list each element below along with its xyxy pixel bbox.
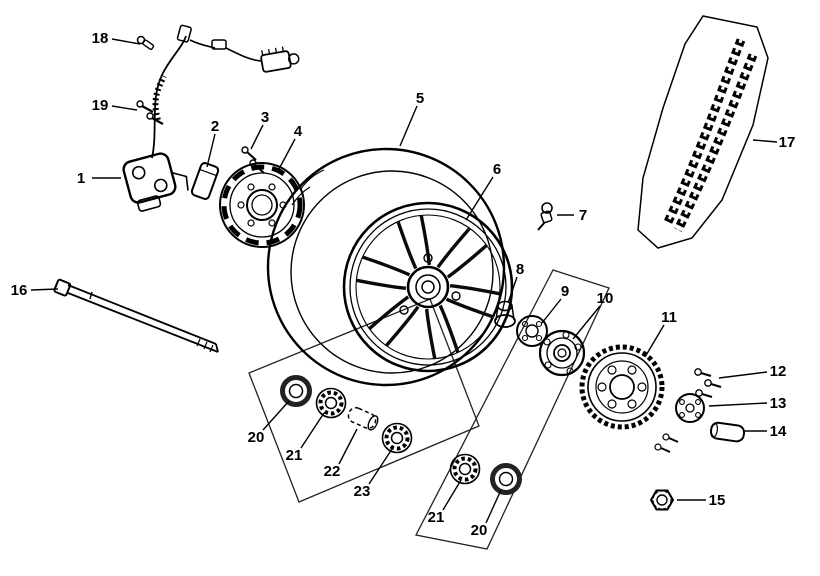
bearing-23 xyxy=(381,422,413,454)
wheel xyxy=(342,201,514,373)
valve-stem-7 xyxy=(537,202,553,231)
callout-18: 18 xyxy=(92,30,109,47)
sprocket-hub-10 xyxy=(538,329,586,377)
bolts-12 xyxy=(694,368,722,398)
panel-bearing-group-left xyxy=(248,298,480,503)
brake-disc xyxy=(219,162,305,248)
callout-20-b: 20 xyxy=(471,522,488,539)
callout-labels: 18 19 1 2 3 4 5 6 7 8 9 10 11 12 13 14 1… xyxy=(11,30,796,539)
callout-6: 6 xyxy=(493,161,501,178)
callout-13: 13 xyxy=(770,395,787,412)
callout-4: 4 xyxy=(294,123,303,140)
bearing-21a xyxy=(315,387,347,419)
callout-3: 3 xyxy=(261,109,269,126)
screws-19 xyxy=(136,100,164,125)
callout-21: 21 xyxy=(286,447,303,464)
callout-8: 8 xyxy=(516,261,524,278)
seal-20b xyxy=(490,463,522,495)
callout-12: 12 xyxy=(770,363,787,380)
wheel-hub xyxy=(399,253,461,315)
nut-15 xyxy=(649,489,675,511)
sprocket-11 xyxy=(579,344,665,430)
callout-23: 23 xyxy=(354,483,371,500)
callout-16: 16 xyxy=(11,282,28,299)
callout-11: 11 xyxy=(661,309,677,326)
retainer-plate-13 xyxy=(654,393,705,453)
callout-2: 2 xyxy=(211,118,219,135)
hose-fitting xyxy=(260,46,300,73)
callout-21-b: 21 xyxy=(428,509,445,526)
drive-chain-17 xyxy=(637,15,769,249)
callout-7: 7 xyxy=(579,207,587,224)
wheel-spokes xyxy=(354,213,502,361)
brake-hose xyxy=(151,24,300,159)
spacer-bush-8 xyxy=(494,300,516,328)
bearing-21b xyxy=(449,453,481,485)
screw-18 xyxy=(136,35,155,51)
callout-14: 14 xyxy=(770,423,787,440)
leader-lines xyxy=(30,38,778,524)
callout-1: 1 xyxy=(77,170,85,187)
callout-10: 10 xyxy=(597,290,614,307)
flange-9 xyxy=(516,315,548,347)
callout-17: 17 xyxy=(779,134,796,151)
callout-19: 19 xyxy=(92,97,109,114)
callout-15: 15 xyxy=(709,492,726,509)
spacer-14 xyxy=(709,421,746,443)
spacer-22 xyxy=(347,406,379,431)
callout-9: 9 xyxy=(561,283,569,300)
seal-20a xyxy=(280,375,312,407)
slider-pin-2 xyxy=(190,162,220,200)
callout-22: 22 xyxy=(324,463,341,480)
callout-5: 5 xyxy=(416,90,424,107)
brake-caliper xyxy=(122,152,189,212)
panel-bearing-group-right xyxy=(415,269,610,550)
callout-20: 20 xyxy=(248,429,265,446)
axle-shaft-16 xyxy=(53,278,219,353)
